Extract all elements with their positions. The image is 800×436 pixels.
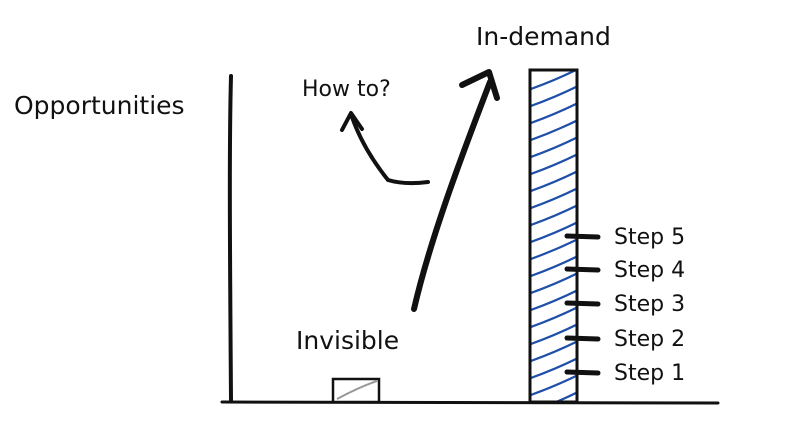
hatch-line xyxy=(531,136,577,159)
hatch-line xyxy=(531,170,577,193)
hatch-line xyxy=(531,255,577,278)
step-tick xyxy=(564,335,601,342)
hatch-line xyxy=(531,119,577,142)
hatch-line xyxy=(528,408,580,430)
hatch-line xyxy=(531,187,577,210)
y-axis-line xyxy=(227,74,233,402)
question-arrow xyxy=(340,111,430,186)
step-tick xyxy=(564,233,601,240)
tall-bar xyxy=(528,68,580,430)
hatch-line xyxy=(531,102,577,125)
step-tick xyxy=(564,300,601,307)
step-ticks: Step 5 Step 4 Step 3 Step 2 Step 1 xyxy=(564,225,685,386)
step-tick xyxy=(564,369,601,376)
small-bar-label: Invisible xyxy=(296,326,399,355)
small-bar xyxy=(331,377,381,404)
step-label: Step 5 xyxy=(614,225,685,250)
hatch-line xyxy=(531,204,577,227)
hatch-line xyxy=(531,272,577,295)
growth-arrow xyxy=(411,69,500,312)
hatch-line xyxy=(531,306,577,329)
hatch-line xyxy=(531,340,577,363)
hatch-line xyxy=(531,357,577,380)
step-tick xyxy=(564,266,601,273)
hatch-line xyxy=(531,238,577,261)
step-label: Step 3 xyxy=(614,292,685,317)
hatch-line xyxy=(531,153,577,176)
hatch-line xyxy=(531,85,577,108)
hatch-line xyxy=(553,391,577,402)
question-label: How to? xyxy=(302,77,391,102)
step-label: Step 1 xyxy=(614,361,685,386)
hatch-line xyxy=(531,323,577,346)
y-axis-label: Opportunities xyxy=(14,91,185,120)
step-label: Step 4 xyxy=(614,258,685,283)
hatch-line xyxy=(531,221,577,244)
x-axis-line xyxy=(220,400,720,405)
step-label: Step 2 xyxy=(614,327,685,352)
hatch-line xyxy=(531,289,577,312)
tall-bar-label: In-demand xyxy=(476,22,611,51)
hatch-line xyxy=(531,374,577,397)
